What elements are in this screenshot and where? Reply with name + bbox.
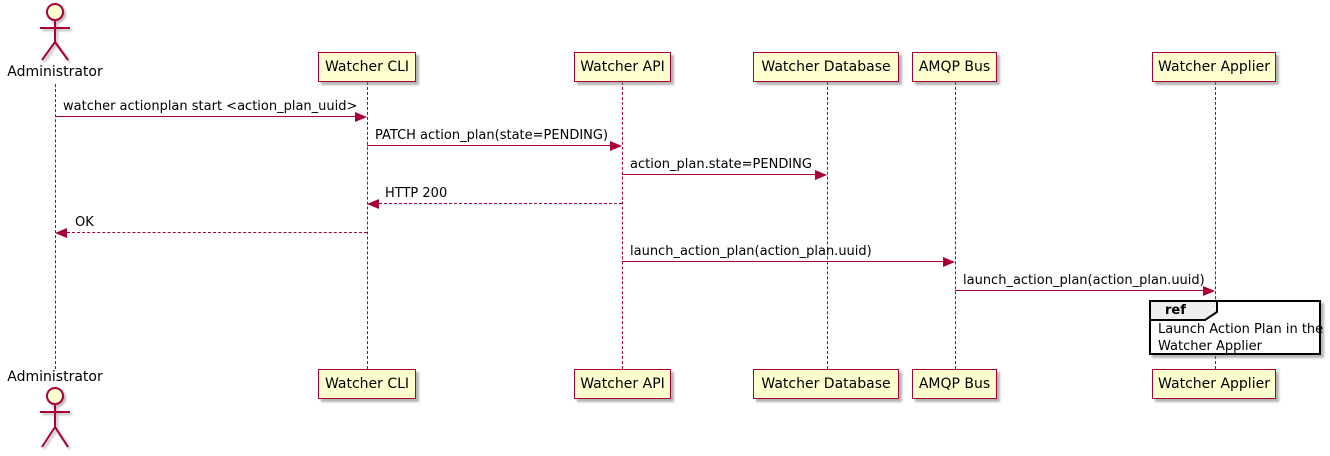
ref-text-line2: Watcher Applier xyxy=(1158,339,1262,354)
participant-watcher-applier-bottom: Watcher Applier xyxy=(1152,369,1276,399)
arrowhead-right-icon xyxy=(815,170,827,180)
message-line xyxy=(367,145,612,146)
participant-label: Watcher Database xyxy=(761,376,891,392)
arrowhead-right-icon xyxy=(610,141,622,151)
ref-text: Launch Action Plan in the Watcher Applie… xyxy=(1158,321,1323,355)
ref-keyword-label: ref xyxy=(1165,303,1186,318)
arrowhead-right-icon xyxy=(355,112,367,122)
ref-keyword-tab xyxy=(1149,300,1218,321)
participant-label: AMQP Bus xyxy=(918,59,991,75)
participant-label: Watcher CLI xyxy=(324,59,410,75)
participant-watcher-database-top: Watcher Database xyxy=(753,52,899,82)
participant-watcher-applier-top: Watcher Applier xyxy=(1152,52,1276,82)
message-line xyxy=(622,174,817,175)
message-label: watcher actionplan start <action_plan_uu… xyxy=(63,99,358,114)
lifeline-amqp-bus xyxy=(955,82,956,369)
actor-label-administrator-top: Administrator xyxy=(7,64,103,80)
message-label: launch_action_plan(action_plan.uuid) xyxy=(963,273,1205,288)
lifeline-administrator xyxy=(55,84,56,369)
participant-label: Watcher API xyxy=(580,59,665,75)
arrowhead-right-icon xyxy=(943,257,955,267)
participant-label: Watcher Applier xyxy=(1158,59,1270,75)
participant-watcher-cli-bottom: Watcher CLI xyxy=(318,369,416,399)
participant-label: AMQP Bus xyxy=(918,376,991,392)
administrator-actor-icon-bottom xyxy=(40,387,70,448)
message-line xyxy=(379,203,622,204)
message-label: launch_action_plan(action_plan.uuid) xyxy=(630,244,872,259)
administrator-actor-icon xyxy=(40,3,70,61)
participant-label: Watcher API xyxy=(580,376,665,392)
arrowhead-left-icon xyxy=(55,228,67,238)
lifeline-watcher-api xyxy=(622,82,623,369)
message-line xyxy=(622,261,943,262)
participant-amqp-bus-top: AMQP Bus xyxy=(912,52,997,82)
actor-label-administrator-bottom: Administrator xyxy=(7,369,103,385)
participant-watcher-database-bottom: Watcher Database xyxy=(753,369,899,399)
ref-fragment: ref Launch Action Plan in the Watcher Ap… xyxy=(1149,300,1323,355)
lifeline-watcher-cli xyxy=(367,82,368,369)
participant-watcher-api-bottom: Watcher API xyxy=(574,369,671,399)
arrowhead-left-icon xyxy=(367,199,379,209)
message-label: action_plan.state=PENDING xyxy=(630,157,812,172)
participant-label: Watcher CLI xyxy=(324,376,410,392)
message-label: OK xyxy=(75,215,94,230)
participant-label: Watcher Database xyxy=(761,59,891,75)
lifeline-watcher-applier xyxy=(1215,82,1216,369)
message-line xyxy=(955,290,1203,291)
participant-watcher-cli-top: Watcher CLI xyxy=(318,52,416,82)
message-line xyxy=(55,116,357,117)
message-line xyxy=(67,232,367,233)
message-label: HTTP 200 xyxy=(385,186,448,201)
arrowhead-right-icon xyxy=(1203,286,1215,296)
participant-label: Watcher Applier xyxy=(1158,376,1270,392)
participant-watcher-api-top: Watcher API xyxy=(574,52,671,82)
message-label: PATCH action_plan(state=PENDING) xyxy=(375,128,609,143)
ref-text-line1: Launch Action Plan in the xyxy=(1158,322,1324,337)
participant-amqp-bus-bottom: AMQP Bus xyxy=(912,369,997,399)
lifeline-watcher-database xyxy=(827,82,828,369)
